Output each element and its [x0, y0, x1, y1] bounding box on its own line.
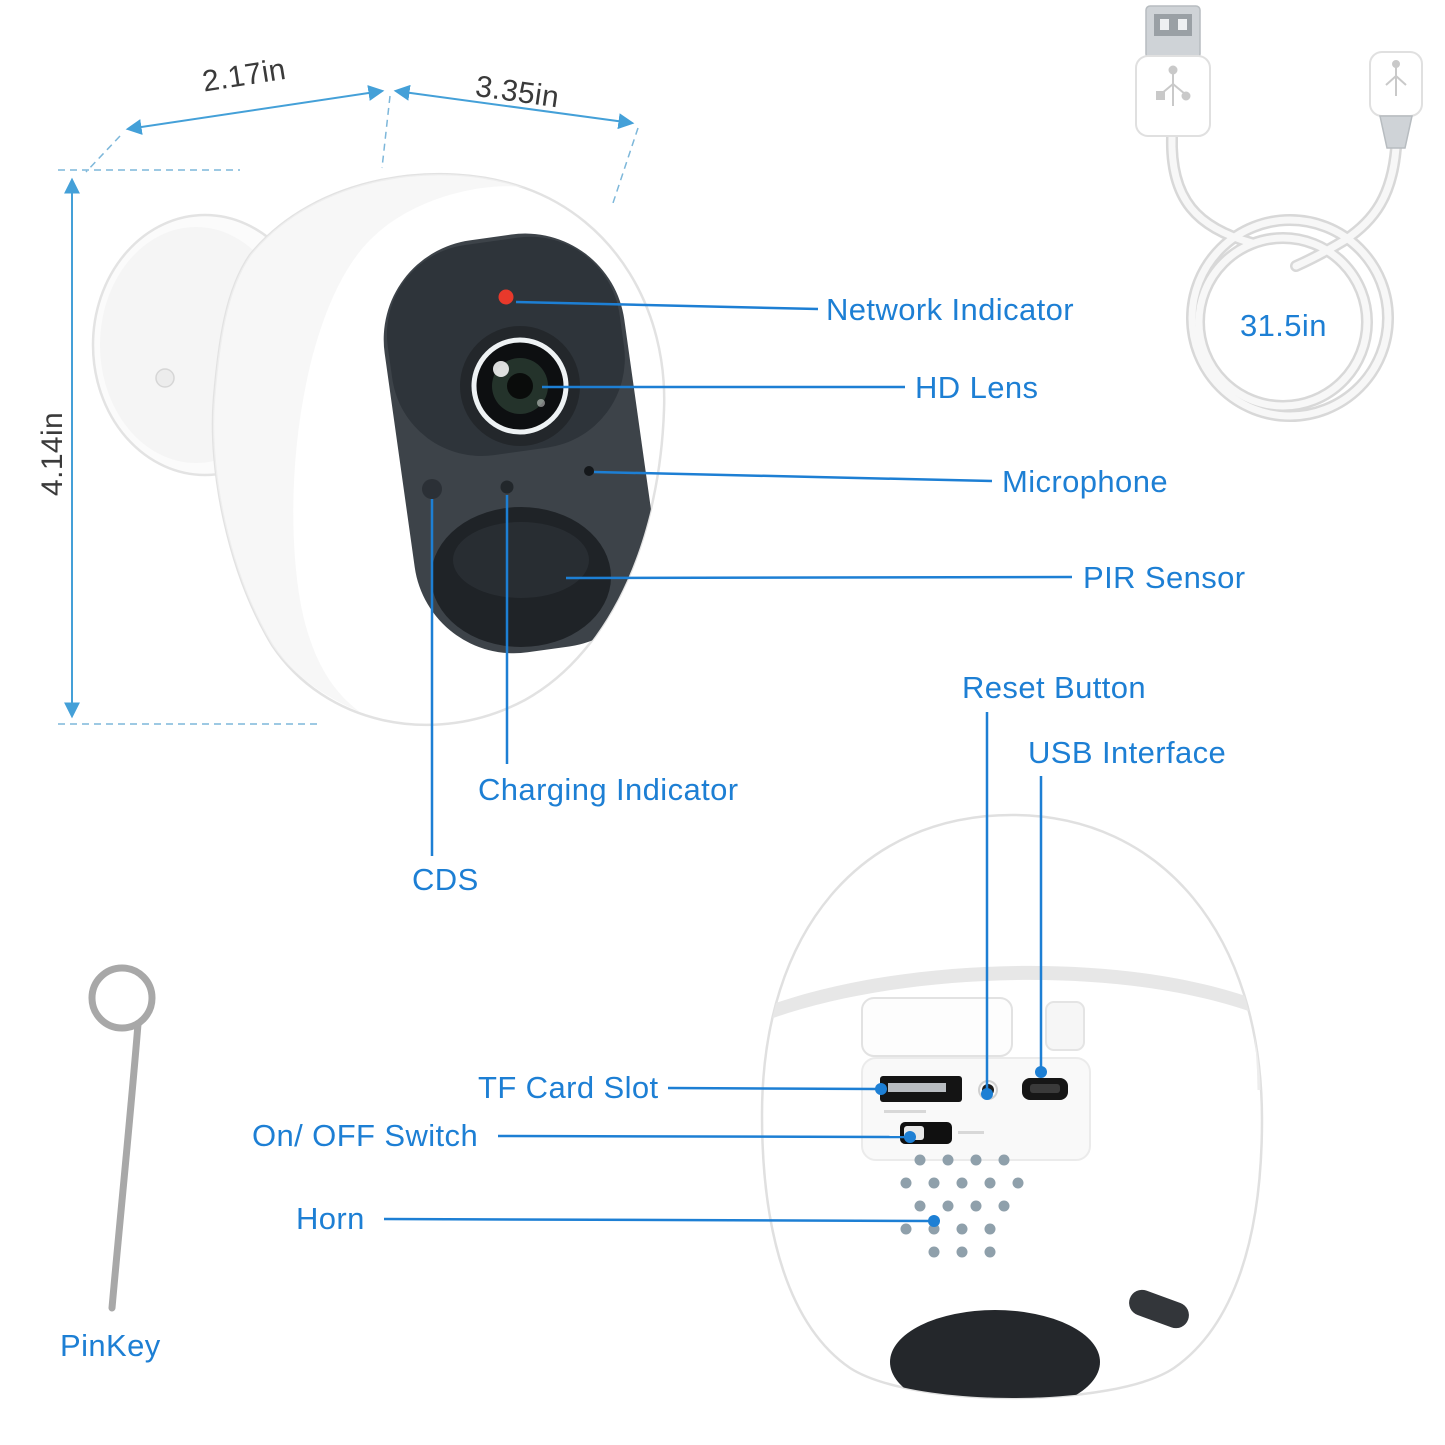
label-cable-length: 31.5in: [1240, 308, 1327, 343]
hd-lens-shape: [460, 326, 580, 446]
label-pinkey: PinKey: [60, 1328, 161, 1363]
usb-a-connector: [1135, 5, 1211, 137]
label-network-indicator: Network Indicator: [826, 292, 1075, 327]
bottom-lens-shape: [890, 1310, 1100, 1398]
label-microphone: Microphone: [1002, 464, 1168, 499]
dimension-lines: [58, 84, 639, 725]
micro-usb-connector: [1369, 51, 1423, 149]
label-pir-sensor: PIR Sensor: [1083, 560, 1246, 595]
usb-cable: [1165, 130, 1402, 422]
tf-card-slot-shape: [880, 1076, 962, 1113]
bottom-notch: [1129, 1289, 1189, 1329]
label-hd-lens: HD Lens: [915, 370, 1039, 405]
charging-indicator-led: [500, 480, 514, 494]
mount-screw: [155, 368, 175, 388]
body-seam: [762, 965, 1262, 1022]
label-reset-button: Reset Button: [962, 670, 1147, 705]
cds-sensor-shape: [422, 479, 442, 499]
pin-key: [88, 964, 156, 1312]
pir-sensor-shape: [431, 507, 611, 647]
label-on-off-switch: On/ OFF Switch: [252, 1118, 479, 1153]
camera-back-view: [760, 813, 1264, 1400]
microphone-hole: [584, 466, 594, 476]
port-recess: [861, 1057, 1091, 1161]
leader-lines: [383, 300, 1073, 1227]
camera-front-view: [91, 172, 666, 727]
network-indicator-led: [498, 289, 514, 305]
label-tf-card-slot: TF Card Slot: [478, 1070, 659, 1105]
label-charging-indicator: Charging Indicator: [478, 772, 739, 807]
dimension-height: 4.14in: [36, 411, 69, 496]
label-usb-interface: USB Interface: [1028, 735, 1227, 770]
usb-trident-icon: [1385, 60, 1407, 96]
label-horn: Horn: [296, 1201, 365, 1236]
battery-latch: [861, 997, 1013, 1057]
usb-trident-icon: [1156, 65, 1191, 106]
usb-port-shape: [1022, 1078, 1068, 1100]
label-cds: CDS: [412, 862, 479, 897]
